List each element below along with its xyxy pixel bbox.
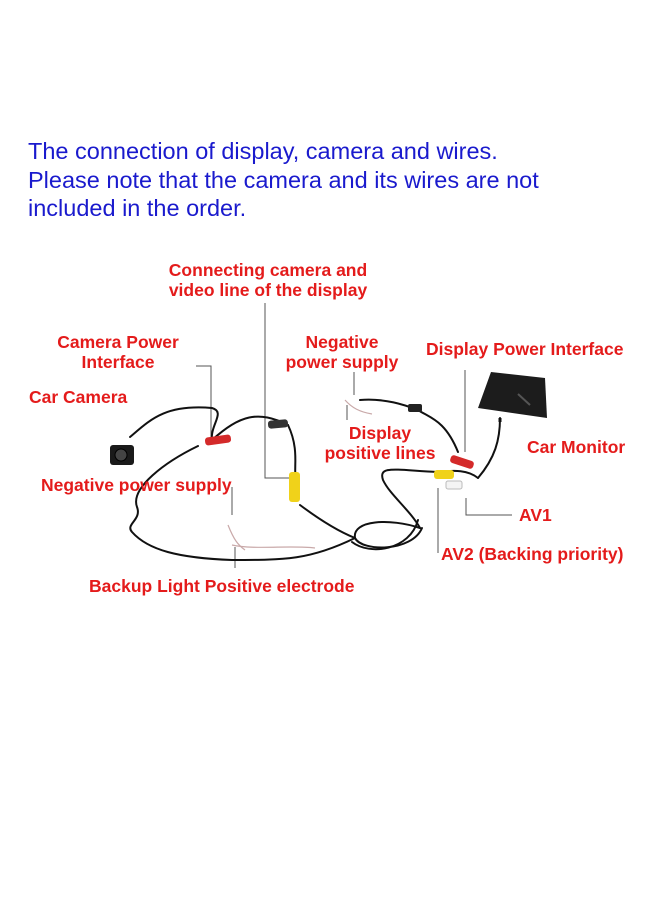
wire-camera	[129, 406, 219, 441]
label-backup-light: Backup Light Positive electrode	[89, 576, 355, 596]
headline: The connection of display, camera and wi…	[28, 137, 653, 223]
plugs	[204, 404, 474, 502]
pointer-camera-power	[196, 365, 212, 438]
wire-video-main	[287, 424, 297, 479]
label-connecting-video-line: Connecting camera and video line of the …	[168, 260, 368, 300]
display-wire-1	[344, 399, 373, 415]
label-av2: AV2 (Backing priority)	[441, 544, 624, 564]
display-power-connector	[408, 404, 422, 412]
label-negative-power-supply-top: Negative power supply	[285, 332, 399, 372]
pointer-video-line	[264, 303, 290, 479]
label-av1: AV1	[519, 505, 552, 525]
headline-line-3: included in the order.	[28, 195, 247, 221]
camera-connector	[267, 419, 289, 429]
display-white-plug	[445, 480, 463, 490]
headline-line-2: Please note that the camera and its wire…	[28, 166, 539, 193]
wire-to-monitor-plug	[381, 468, 439, 529]
car-monitor	[478, 372, 547, 422]
video-yellow-plug	[289, 472, 300, 502]
label-camera-power-interface: Camera Power Interface	[57, 332, 179, 372]
wire-coil-1	[353, 521, 421, 539]
monitor-screen	[478, 372, 547, 418]
thin-wires	[227, 399, 373, 551]
pointer-lines	[196, 303, 512, 568]
headline-line-1: The connection of display, camera and wi…	[28, 138, 498, 164]
wire-left-loop	[129, 445, 356, 562]
label-negative-power-supply: Negative power supply	[41, 475, 232, 495]
backup-wire-1	[231, 544, 316, 549]
camera-red-plug	[204, 434, 232, 446]
wire-center	[299, 504, 356, 539]
label-display-positive-lines: Display positive lines	[324, 423, 436, 463]
wire-coil-3	[351, 519, 419, 551]
display-yellow-plug	[434, 470, 454, 479]
label-car-monitor: Car Monitor	[527, 437, 626, 457]
display-red-plug	[450, 455, 474, 469]
monitor-highlight	[517, 393, 531, 406]
car-camera	[110, 445, 134, 465]
label-display-power-interface: Display Power Interface	[426, 339, 624, 359]
camera-lens	[114, 448, 128, 462]
pointer-av1	[465, 498, 512, 516]
label-car-camera: Car Camera	[29, 387, 128, 407]
backup-wire-2	[227, 524, 246, 551]
wire-monitor-drop	[477, 417, 501, 479]
